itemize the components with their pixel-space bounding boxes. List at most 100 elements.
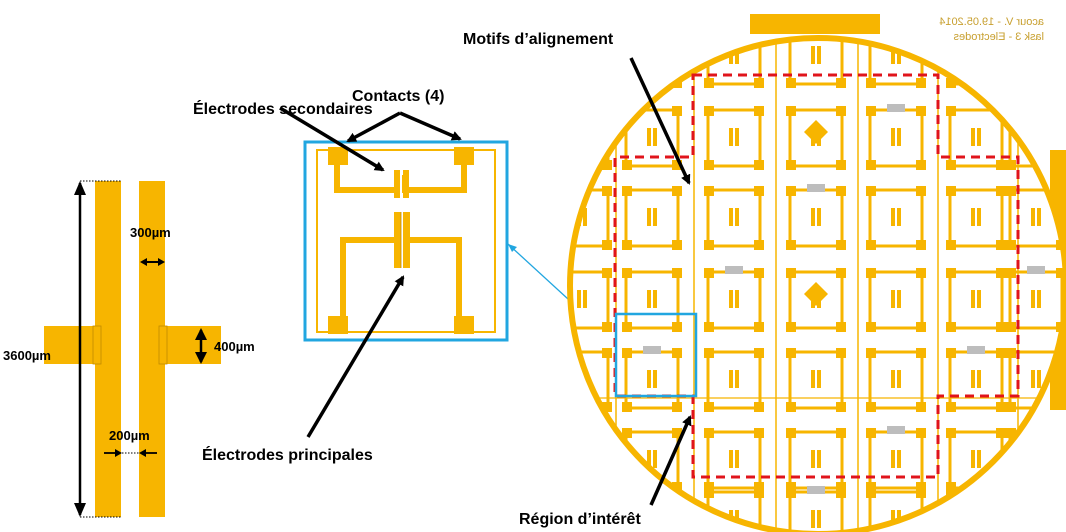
cell-pad xyxy=(786,160,796,170)
wafer-top-flat xyxy=(750,14,880,34)
cell-pad xyxy=(866,348,876,358)
alignment-diamond xyxy=(804,282,828,306)
cell-pad xyxy=(622,78,632,88)
cell-pad xyxy=(866,322,876,332)
cell-electrode xyxy=(735,128,739,146)
left-pad-outline xyxy=(92,325,102,365)
mask-text-group: acour V. - 19.05.2014 lask 3 - Electrode… xyxy=(939,16,1044,43)
cell-pad xyxy=(602,322,612,332)
cell-pad xyxy=(552,428,562,438)
cell-electrode xyxy=(735,208,739,226)
cell-electrode xyxy=(891,128,895,146)
cell-electrode xyxy=(817,370,821,388)
contact-pad-bottom-right xyxy=(454,316,474,334)
cell-pad xyxy=(946,488,956,498)
cell-trace xyxy=(624,270,680,330)
cell-electrode xyxy=(653,370,657,388)
wafer: acour V. - 19.05.2014 lask 3 - Electrode… xyxy=(463,14,1066,532)
length-label: 3600µm xyxy=(3,348,51,363)
cell-trace xyxy=(788,270,844,330)
cell-pad xyxy=(916,268,926,278)
cell-electrode xyxy=(647,290,651,308)
cell-pad xyxy=(996,268,1006,278)
cell-pad xyxy=(602,428,612,438)
width-label: 300µm xyxy=(130,225,171,240)
cell-electrode xyxy=(653,450,657,468)
cell-pad xyxy=(866,268,876,278)
contacts-arrow-left xyxy=(346,111,401,143)
cell-trace xyxy=(624,38,680,86)
main-electrode-bar-right xyxy=(403,212,410,268)
cell-electrode xyxy=(897,510,901,528)
cell-electrode xyxy=(897,370,901,388)
region-of-interest-label: Région d’intérêt xyxy=(519,511,641,528)
cell-trace xyxy=(706,350,762,410)
cell-electrode xyxy=(729,128,733,146)
cell-pad xyxy=(1006,240,1016,250)
cell-pad xyxy=(946,78,956,88)
cell-gray-pad xyxy=(887,426,905,434)
cell-pad xyxy=(836,402,846,412)
cell-pad xyxy=(786,78,796,88)
cell-pad xyxy=(946,106,956,116)
cell-electrode xyxy=(653,510,657,528)
cell-electrode xyxy=(977,208,981,226)
cell-pad xyxy=(754,322,764,332)
cell-pad xyxy=(786,402,796,412)
cell-pad xyxy=(754,488,764,498)
cell-electrode xyxy=(653,290,657,308)
cell-pad xyxy=(602,488,612,498)
cell-electrode xyxy=(735,510,739,528)
cell-electrode xyxy=(1031,290,1035,308)
cell-pad xyxy=(704,402,714,412)
cell-pad xyxy=(704,186,714,196)
cell-pad xyxy=(672,24,682,34)
cell-pad xyxy=(786,428,796,438)
cell-pad xyxy=(946,402,956,412)
length-arrow-head-top xyxy=(74,181,86,195)
cell-pad xyxy=(704,160,714,170)
cell-pad xyxy=(1056,24,1066,34)
cell-trace xyxy=(570,430,610,490)
cell-pad xyxy=(1006,160,1016,170)
cell-pad xyxy=(1056,106,1066,116)
cell-pad xyxy=(836,322,846,332)
cell-pad xyxy=(916,322,926,332)
pad-arrow-head-bottom xyxy=(195,352,207,364)
cell-trace xyxy=(868,270,924,330)
cell-electrode xyxy=(897,450,901,468)
pad-arrow-head-top xyxy=(195,328,207,340)
cell-electrode xyxy=(577,290,581,308)
cell-electrode xyxy=(897,46,901,64)
cell-gray-pad xyxy=(643,22,661,30)
cell-pad xyxy=(672,268,682,278)
cell-electrode xyxy=(735,46,739,64)
secondary-electrode-tip-right xyxy=(403,170,409,198)
cell-gray-pad xyxy=(1027,266,1045,274)
cell-electrode xyxy=(897,290,901,308)
mask-text-line2: lask 3 - Electrodes xyxy=(953,31,1044,43)
cell-pad xyxy=(866,488,876,498)
cell-pad xyxy=(836,482,846,492)
cell-pad xyxy=(672,240,682,250)
cell-electrode xyxy=(811,450,815,468)
cell-trace xyxy=(948,188,1004,248)
cell-pad xyxy=(622,240,632,250)
cell-pad xyxy=(946,428,956,438)
cell-trace xyxy=(706,188,762,248)
cell-pad xyxy=(1056,322,1066,332)
cell-trace xyxy=(706,108,762,168)
cell-pad xyxy=(602,268,612,278)
cell-pad xyxy=(622,186,632,196)
cell-pad xyxy=(946,322,956,332)
cell-electrode xyxy=(647,510,651,528)
cell-pad xyxy=(946,482,956,492)
cell-electrode xyxy=(1037,450,1041,468)
cell-electrode xyxy=(891,208,895,226)
main-electrodes-arrow xyxy=(306,275,405,438)
cell-electrode xyxy=(729,46,733,64)
cell-pad xyxy=(1006,402,1016,412)
cell-electrode xyxy=(729,290,733,308)
alignment-marks-arrow xyxy=(629,57,691,185)
